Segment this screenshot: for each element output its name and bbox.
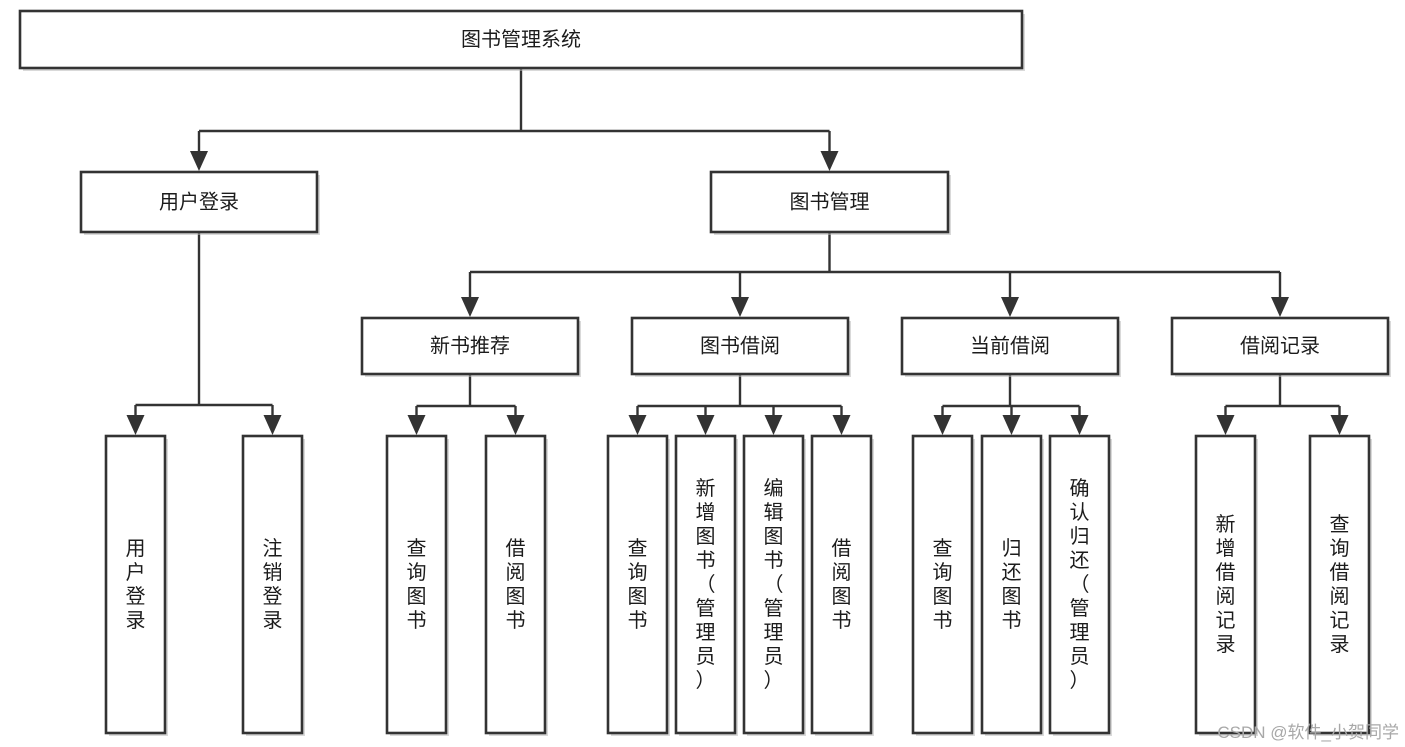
node-box [606, 434, 669, 735]
connector-group-book-manage [461, 232, 1289, 317]
node-leaf-add-book: 新增图书（管理员） [674, 434, 738, 736]
arrow-head-icon [764, 415, 783, 435]
node-leaf-confirm-return: 确认归还（管理员） [1048, 434, 1112, 736]
node-box [1170, 316, 1390, 376]
node-label: 归还图书 [1002, 537, 1022, 632]
node-box [18, 9, 1024, 70]
node-box [810, 434, 873, 735]
node-leaf-query-book-borrow: 查询图书 [606, 434, 670, 736]
node-box [709, 170, 950, 234]
node-leaf-borrow-book-rec: 借阅图书 [484, 434, 548, 736]
node-label: 用户登录 [159, 190, 239, 213]
arrow-head-icon [832, 415, 851, 435]
node-box [980, 434, 1043, 735]
node-leaf-query-book-rec: 查询图书 [385, 434, 449, 736]
arrow-head-icon [461, 297, 479, 317]
connector-group-borrow-record [1216, 374, 1349, 435]
node-current-borrow: 当前借阅 [900, 316, 1121, 377]
node-leaf-query-borrow-record: 查询借阅记录 [1308, 434, 1372, 736]
node-new-book-recommend: 新书推荐 [360, 316, 581, 377]
node-label: 确认归还（管理员） [1070, 477, 1090, 692]
node-label: 图书借阅 [700, 334, 780, 357]
node-label: 图书管理系统 [461, 28, 581, 51]
node-label: 查询图书 [407, 537, 427, 632]
arrow-head-icon [190, 151, 208, 171]
connector-group-book-borrow [628, 374, 851, 435]
node-label: 借阅记录 [1240, 334, 1320, 357]
connector-layer [126, 68, 1349, 435]
connector-group-current-borrow [933, 374, 1089, 435]
node-box [360, 316, 580, 376]
arrow-head-icon [820, 151, 839, 171]
arrow-head-icon [731, 297, 749, 317]
arrow-head-icon [933, 415, 952, 435]
node-label: 注销登录 [263, 537, 283, 632]
node-box [1048, 434, 1111, 735]
node-box [241, 434, 304, 735]
arrow-head-icon [1216, 415, 1235, 435]
node-box [742, 434, 805, 735]
arrow-head-icon [1002, 415, 1021, 435]
node-label: 图书管理 [790, 190, 870, 213]
node-box [900, 316, 1120, 376]
arrow-head-icon [1330, 415, 1349, 435]
arrow-head-icon [506, 415, 525, 435]
arrow-head-icon [1070, 415, 1089, 435]
node-box [630, 316, 850, 376]
node-box [104, 434, 167, 735]
node-label: 借阅图书 [506, 537, 526, 632]
arrow-head-icon [407, 415, 426, 435]
connector-group-root [190, 68, 839, 171]
csdn-watermark: CSDN @软件_小贺同学 [1217, 723, 1399, 742]
connector-group-user-login [126, 232, 282, 435]
node-leaf-borrow-book: 借阅图书 [810, 434, 874, 736]
arrow-head-icon [126, 415, 145, 435]
node-label: 查询图书 [933, 537, 953, 632]
node-leaf-edit-book: 编辑图书（管理员） [742, 434, 806, 736]
node-label: 新增图书（管理员） [696, 477, 716, 692]
node-box [385, 434, 448, 735]
node-borrow-record: 借阅记录 [1170, 316, 1391, 377]
arrow-head-icon [1001, 297, 1019, 317]
node-book-borrow: 图书借阅 [630, 316, 851, 377]
node-leaf-query-book-current: 查询图书 [911, 434, 975, 736]
node-label: 新书推荐 [430, 334, 510, 357]
node-book-manage: 图书管理 [709, 170, 951, 235]
arrow-head-icon [696, 415, 715, 435]
arrow-head-icon [1271, 297, 1289, 317]
node-label: 借阅图书 [832, 537, 852, 632]
node-root: 图书管理系统 [18, 9, 1025, 71]
node-box [79, 170, 319, 234]
node-box [1194, 434, 1257, 735]
node-leaf-add-borrow-record: 新增借阅记录 [1194, 434, 1258, 736]
node-user-login: 用户登录 [79, 170, 320, 235]
node-box [1308, 434, 1371, 735]
node-label: 编辑图书（管理员） [764, 477, 784, 692]
node-label: 查询图书 [628, 537, 648, 632]
node-leaf-return-book: 归还图书 [980, 434, 1044, 736]
arrow-head-icon [628, 415, 647, 435]
node-layer: 图书管理系统用户登录图书管理新书推荐图书借阅当前借阅借阅记录用户登录注销登录查询… [18, 9, 1391, 736]
node-box [674, 434, 737, 735]
node-label: 当前借阅 [970, 334, 1050, 357]
node-leaf-user-login: 用户登录 [104, 434, 168, 736]
node-label: 新增借阅记录 [1216, 513, 1236, 656]
arrow-head-icon [263, 415, 282, 435]
node-label: 查询借阅记录 [1330, 513, 1350, 656]
node-label: 用户登录 [126, 538, 146, 632]
node-box [484, 434, 547, 735]
node-leaf-logout: 注销登录 [241, 434, 305, 736]
connector-group-new-book-recommend [407, 374, 525, 435]
node-box [911, 434, 974, 735]
